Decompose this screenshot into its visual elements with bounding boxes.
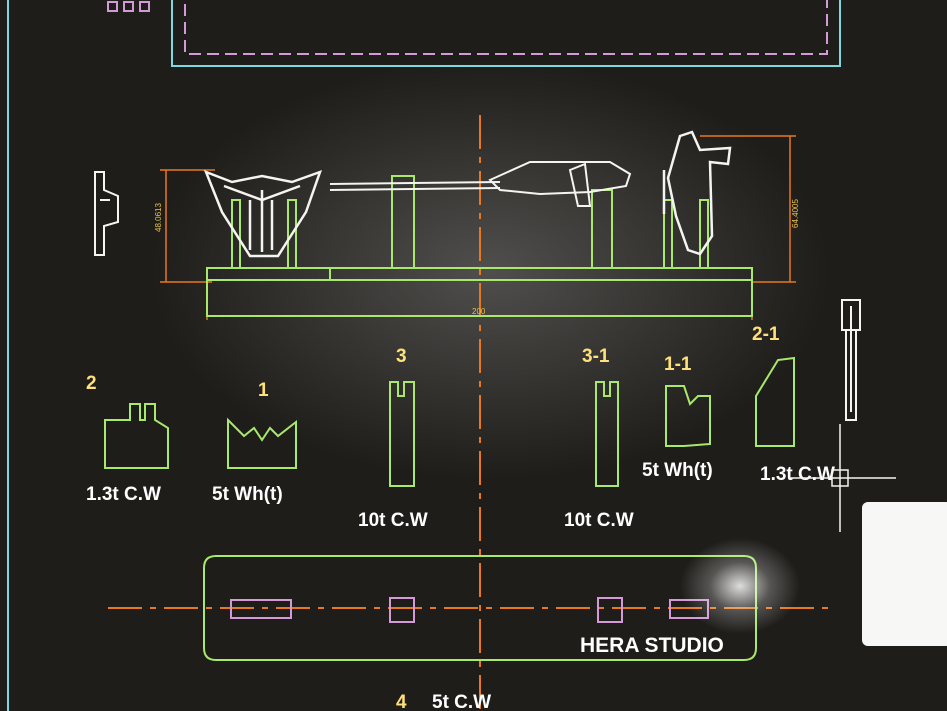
studio-watermark: HERA STUDIO [580, 634, 724, 657]
part-3-1-number: 3-1 [582, 346, 610, 367]
part-1-number: 1 [258, 380, 269, 401]
cad-crosshair [790, 424, 896, 532]
top-frame [107, 0, 841, 67]
screen-glare-spot [680, 538, 800, 634]
part-3-1-caption: 10t C.W [564, 510, 634, 531]
screen-glare-box [862, 502, 947, 646]
part-1-outline [227, 417, 297, 469]
part-2-1-caption: 1.3t C.W [760, 464, 835, 485]
assembly-weapon [329, 161, 632, 207]
part-2-caption: 1.3t C.W [86, 484, 161, 505]
assembly-supports [231, 175, 709, 269]
part-2-outline [104, 403, 169, 469]
part-3-number: 3 [396, 346, 407, 367]
base-number: 4 [396, 692, 407, 711]
dimension-right-height: 64.4005 [791, 199, 800, 228]
dimension-width: 200 [472, 307, 486, 316]
side-pin [841, 299, 861, 421]
base-caption: 5t C.W [432, 692, 491, 711]
part-3-caption: 10t C.W [358, 510, 428, 531]
part-1-1-outline [665, 385, 711, 447]
assembly-right-figure [662, 130, 732, 256]
part-1-caption: 5t Wh(t) [212, 484, 283, 505]
part-3-1-outline [595, 381, 619, 487]
part-2-1-number: 2-1 [752, 324, 780, 345]
part-1-1-caption: 5t Wh(t) [642, 460, 713, 481]
assembly-view: 48.0613 64.4005 200 [94, 130, 800, 320]
part-2-number: 2 [86, 373, 97, 394]
part-1-1-number: 1-1 [664, 354, 692, 375]
assembly-base [206, 267, 753, 317]
assembly-head [203, 169, 323, 258]
screen-glare-wide [150, 60, 830, 480]
assembly-side-clip [94, 171, 119, 256]
dimension-left-height: 48.0613 [154, 203, 163, 232]
part-3-outline [389, 381, 415, 487]
part-2-1-outline [755, 356, 795, 447]
